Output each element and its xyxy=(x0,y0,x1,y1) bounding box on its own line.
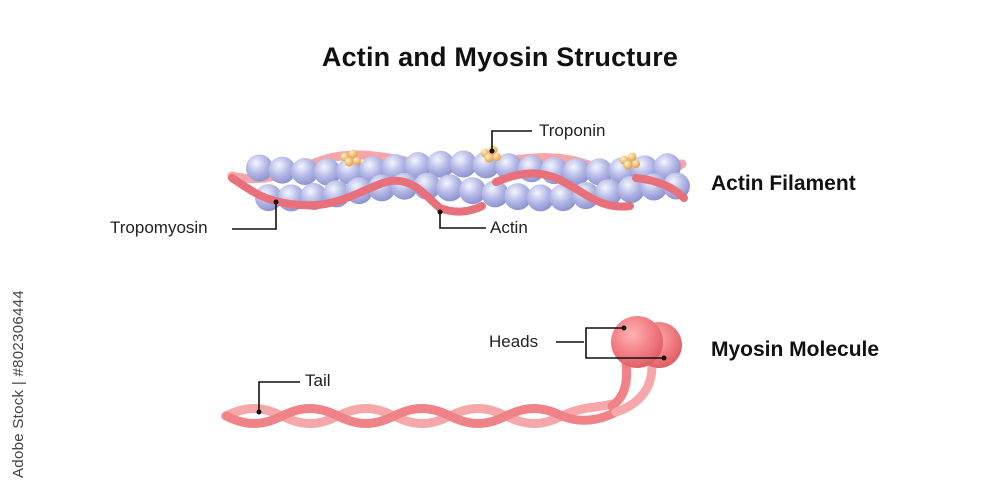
tail-leader-line xyxy=(258,381,300,412)
actin-bead xyxy=(404,152,432,180)
actin-bead xyxy=(504,183,532,211)
myosin-neck-2 xyxy=(611,361,657,417)
troponin-cluster-1 xyxy=(340,149,361,167)
myosin-tail-strand-b xyxy=(221,404,621,428)
actin-bead xyxy=(459,177,486,205)
heads-label: Heads xyxy=(489,332,539,351)
actin-bead xyxy=(268,156,296,184)
tropomyosin-strand-front-2 xyxy=(492,169,634,211)
myosin-neck-1 xyxy=(607,357,632,411)
tropomyosin-leader-line xyxy=(232,202,277,230)
troponin-cluster-3 xyxy=(619,152,640,170)
actin-leader-line xyxy=(439,212,486,229)
tropomyosin-label: Tropomyosin xyxy=(110,218,208,237)
actin-bead xyxy=(563,158,591,186)
actin-label: Actin xyxy=(490,218,528,237)
actin-bead xyxy=(549,184,577,212)
actin-bead xyxy=(427,150,455,178)
actin-bead xyxy=(291,158,319,185)
actin-bead xyxy=(449,150,477,178)
tropomyosin-strand-front-3 xyxy=(632,174,688,202)
actin-bead xyxy=(313,158,341,186)
actin-bead xyxy=(617,176,645,203)
myosin-molecule-label: Myosin Molecule xyxy=(711,338,880,361)
stock-watermark: Adobe Stock | #802306444 xyxy=(10,290,27,478)
tropomyosin-strand-front xyxy=(228,174,486,216)
actin-filament-label: Actin Filament xyxy=(711,172,856,195)
actin-bead xyxy=(585,158,613,186)
myosin-head-front xyxy=(611,316,663,368)
actin-bead xyxy=(481,180,509,208)
actin-bead xyxy=(245,154,273,182)
tail-label: Tail xyxy=(305,371,331,390)
actin-bead xyxy=(527,184,554,212)
diagram-title: Actin and Myosin Structure xyxy=(321,42,679,72)
heads-leader-bracket xyxy=(585,327,664,359)
actin-bead xyxy=(436,174,464,202)
troponin-cluster-2 xyxy=(480,145,501,163)
actin-bead-row-upper xyxy=(245,150,681,186)
troponin-leader-line xyxy=(491,130,532,151)
troponin-label: Troponin xyxy=(539,121,606,140)
